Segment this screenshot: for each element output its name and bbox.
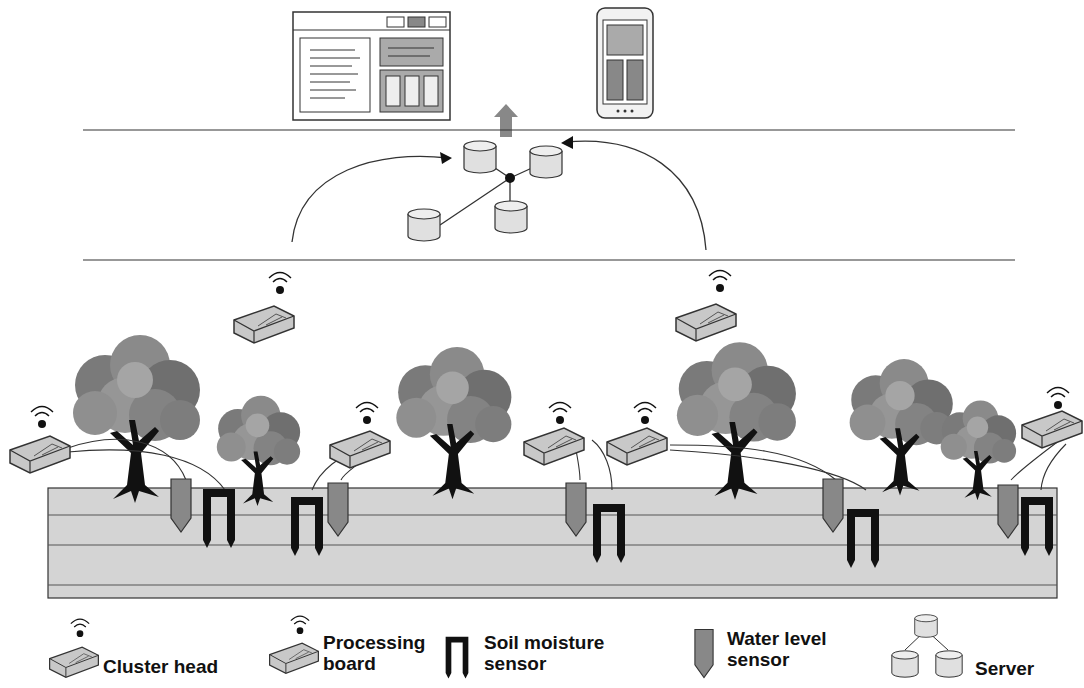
water-level-sensor [823,479,843,532]
legend-label: Water level sensor [727,628,857,670]
legend-sample [446,637,469,679]
processing-board [524,428,584,465]
water-level-sensor [171,479,191,532]
legend-label: Processing board [323,632,438,674]
wifi-symbol [31,407,53,429]
processing-board [1022,411,1082,448]
layer-line [83,259,1015,260]
soil-band [48,488,1057,598]
tree [396,347,511,499]
arrowhead [440,152,452,164]
legend-sample [892,615,962,677]
water-level-sensor [328,483,348,536]
legend-label: Cluster head [103,656,218,677]
legend-label: Soil moisture sensor [484,632,634,674]
wifi-symbol [269,273,291,295]
tree [677,342,796,500]
phone-icon [597,8,653,118]
legend-label: Server [975,658,1034,679]
legend-sample [695,629,713,677]
wifi-symbol [634,403,656,425]
wifi-symbol [356,403,378,425]
soil-moisture-sensor [1021,497,1053,556]
web-page-icon [293,12,450,120]
processing-board [607,428,667,465]
soil-moisture-sensor [593,504,625,563]
legend-sample [71,619,89,637]
water-level-sensor [998,485,1018,538]
soil-moisture-sensor [291,497,323,556]
arrowhead [561,136,573,149]
tree [73,335,200,503]
wifi-symbol [549,403,571,425]
upload-arrow [494,104,518,137]
soil-moisture-sensor [203,489,235,548]
layer-line [83,129,1015,130]
tree [850,359,953,496]
processing-board [330,431,390,468]
uplink-arrow [292,156,448,242]
processing-board [10,436,70,473]
soil-moisture-sensor [847,509,879,568]
wifi-symbol [1047,388,1069,410]
legend-sample [270,643,319,673]
wifi-symbol [709,271,731,293]
uplink-arrow [566,141,706,250]
water-level-sensor [566,483,586,536]
legend-sample [291,616,309,634]
cluster-head [234,306,294,343]
cluster-head [676,304,736,341]
legend-sample [50,647,99,677]
